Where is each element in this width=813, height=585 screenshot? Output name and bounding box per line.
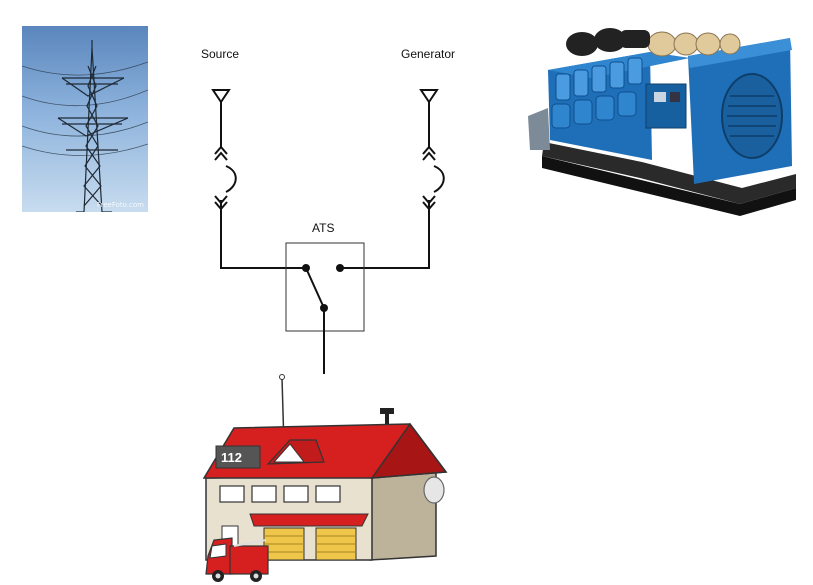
diesel-generator-icon: [528, 28, 796, 216]
generator-label: Generator: [401, 47, 456, 61]
fire-truck-icon: [205, 537, 269, 582]
fire-station-icon: [202, 374, 448, 561]
source-branch: [211, 89, 303, 269]
transmission-tower-icon: [22, 40, 148, 212]
fire-station-sign: 112: [221, 450, 242, 465]
generator-branch: [341, 89, 445, 269]
ats-label: ATS: [312, 221, 335, 235]
source-label: Source: [201, 47, 240, 61]
transmission-tower-photo: FreeFoto.com: [22, 26, 148, 212]
photo-watermark: FreeFoto.com: [97, 201, 144, 209]
ats-switch: [285, 242, 365, 374]
